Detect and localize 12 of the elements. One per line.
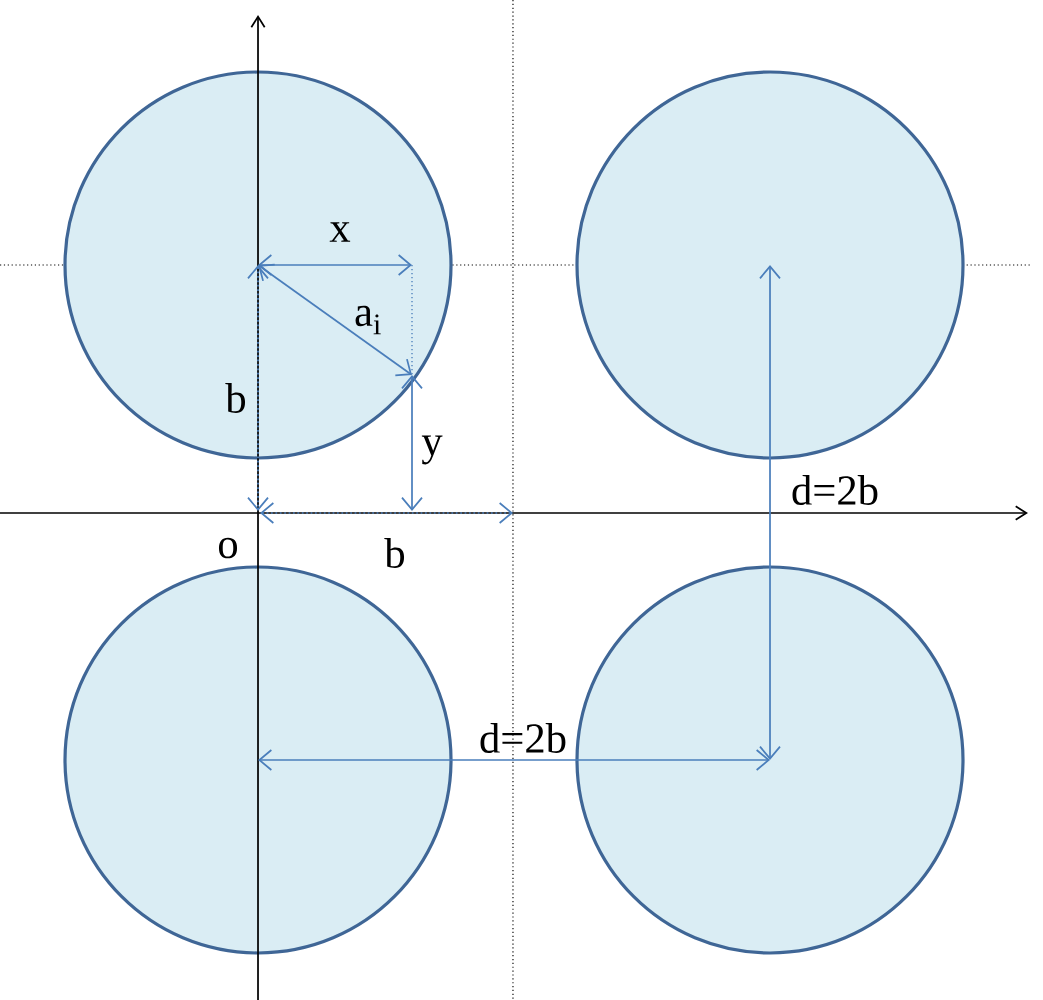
dimension-label: y (421, 435, 443, 465)
circle (575, 70, 965, 460)
dimension-label: b (384, 538, 405, 568)
dimension-label: b (225, 383, 246, 413)
edge-label: d=2b (792, 475, 878, 505)
dimension-arrow (258, 749, 770, 771)
dimension-label: o (218, 537, 238, 559)
dimension-label: a$_{i}$ (355, 305, 381, 335)
dimension-label: x (329, 222, 351, 242)
dimension-arrow (759, 265, 781, 760)
edge-label: d=2b (480, 723, 566, 753)
circle (575, 565, 965, 955)
